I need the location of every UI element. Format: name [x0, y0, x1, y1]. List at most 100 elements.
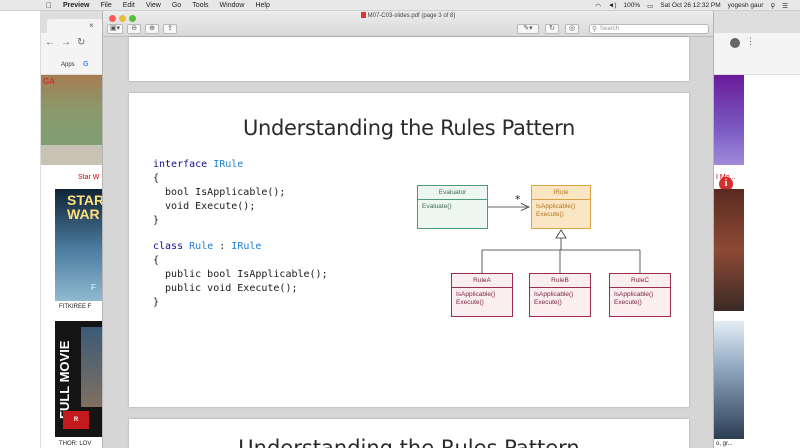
pdf-page-previous[interactable]: [129, 37, 689, 81]
bookmark-apps[interactable]: Apps: [61, 62, 75, 68]
menu-view[interactable]: View: [145, 1, 161, 9]
window-title: M07-C03-slides.pdf (page 3 of 8): [103, 12, 713, 19]
inheritance-triangle-icon: [555, 229, 567, 239]
menu-go[interactable]: Go: [171, 1, 182, 9]
window-titlebar: M07-C03-slides.pdf (page 3 of 8) ▣▾ ⊖ ⊕ …: [103, 11, 713, 37]
share-button[interactable]: ⇪: [163, 24, 177, 34]
code-separator: :: [213, 241, 232, 252]
thumbnail-letter: F: [91, 283, 96, 292]
menu-app-name[interactable]: Preview: [63, 1, 90, 9]
maximize-window-button[interactable]: [129, 15, 136, 22]
banner-image[interactable]: i: [714, 75, 744, 191]
video-caption[interactable]: THOR: LOV: [59, 441, 92, 447]
menu-tools[interactable]: Tools: [192, 1, 209, 9]
browser-tab-strip: ×: [41, 11, 103, 33]
code-line: public bool IsApplicable();: [153, 269, 328, 280]
search-placeholder: Search: [600, 26, 620, 32]
uml-class-name: IRule: [532, 186, 590, 200]
menu-file[interactable]: File: [100, 1, 112, 9]
uml-operation: IsApplicable(): [614, 291, 654, 298]
uml-class-name: RuleA: [452, 274, 512, 288]
close-window-button[interactable]: [109, 15, 116, 22]
uml-operations: IsApplicable() Execute(): [530, 288, 590, 310]
bookmarks-bar: [714, 57, 800, 75]
uml-operation: IsApplicable(): [456, 291, 496, 298]
pdf-page-next[interactable]: Understanding the Rules Pattern: [129, 419, 689, 448]
volume-icon[interactable]: ◄): [607, 2, 617, 9]
battery-icon[interactable]: ▭: [647, 2, 654, 10]
next-slide-title: Understanding the Rules Pattern: [238, 436, 580, 448]
menu-list-icon[interactable]: ☰: [782, 2, 788, 10]
zoom-out-button[interactable]: ⊖: [127, 24, 141, 34]
uml-class-ruleb: RuleB IsApplicable() Execute(): [529, 273, 591, 317]
video-thumbnail[interactable]: [714, 189, 744, 311]
menu-edit[interactable]: Edit: [122, 1, 135, 9]
pdf-page-current[interactable]: Understanding the Rules Pattern interfac…: [129, 93, 689, 407]
window-title-text: M07-C03-slides.pdf (page 3 of 8): [367, 13, 456, 19]
uml-operation: IsApplicable(): [534, 291, 574, 298]
uml-class-name: RuleC: [610, 274, 670, 288]
code-block-interface: interface IRule { bool IsApplicable(); v…: [153, 158, 285, 228]
search-icon[interactable]: ⚲: [770, 2, 776, 10]
background-browser-left: × ← → ↻ Apps G GA Star W STAR WAR F FITK…: [40, 11, 105, 448]
uml-class-rulec: RuleC IsApplicable() Execute(): [609, 273, 671, 317]
reload-icon[interactable]: ↻: [77, 37, 86, 48]
uml-operation: IsApplicable(): [536, 203, 576, 210]
markup-toolbar-button[interactable]: ◎: [565, 24, 579, 34]
background-browser-right: ⋮ i I Mo... o, gr...: [714, 11, 800, 448]
clock[interactable]: Sat Oct 26 12:32 PM: [660, 2, 721, 9]
forward-icon[interactable]: →: [61, 37, 71, 48]
close-tab-icon[interactable]: ×: [89, 21, 94, 30]
search-field[interactable]: ⚲ Search: [589, 24, 709, 34]
menu-bar:  Preview File Edit View Go Tools Window…: [0, 0, 800, 11]
menu-window[interactable]: Window: [219, 1, 245, 9]
sidebar-toggle-button[interactable]: ▣▾: [107, 24, 123, 34]
thumbnail-image: [81, 327, 103, 407]
video-caption[interactable]: I Mo...: [716, 174, 736, 181]
info-icon[interactable]: i: [719, 177, 733, 191]
minimize-window-button[interactable]: [119, 15, 126, 22]
thumbnail-text: STAR WAR: [67, 192, 105, 222]
banner-strip: [41, 145, 103, 165]
browser-tab[interactable]: [47, 19, 103, 33]
uml-class-name: RuleB: [530, 274, 590, 288]
status-area: ◠ ◄) 100% ▭ Sat Oct 26 12:32 PM yogesh g…: [595, 0, 788, 11]
google-icon[interactable]: G: [83, 61, 89, 68]
uml-operation: Execute(): [614, 299, 642, 306]
video-thumbnail[interactable]: [714, 321, 744, 439]
video-caption[interactable]: o, gr...: [716, 441, 733, 447]
video-caption[interactable]: Star W: [78, 174, 100, 181]
uml-operations: IsApplicable() Execute(): [452, 288, 512, 310]
uml-operations: IsApplicable() Execute(): [532, 200, 590, 222]
code-line: bool IsApplicable();: [153, 187, 286, 198]
back-icon[interactable]: ←: [45, 37, 55, 48]
browser-nav-bar: ← → ↻: [41, 33, 103, 57]
apple-menu-icon[interactable]: : [44, 1, 54, 10]
banner-image[interactable]: GA: [41, 75, 103, 145]
code-type: Rule: [189, 241, 214, 252]
pdf-icon: [360, 12, 366, 18]
association-arrow-icon: [520, 203, 530, 211]
browser-tab-strip: [714, 11, 800, 33]
video-caption[interactable]: FITKIREE F: [59, 304, 92, 310]
account-icon[interactable]: [730, 38, 740, 48]
code-line: void Execute();: [153, 201, 256, 212]
wifi-icon[interactable]: ◠: [595, 2, 601, 10]
code-keyword: class: [153, 241, 184, 252]
uml-class-name: Evaluator: [418, 186, 487, 200]
menu-help[interactable]: Help: [255, 1, 270, 9]
zoom-in-button[interactable]: ⊕: [145, 24, 159, 34]
video-thumbnail[interactable]: FULL MOVIE R: [55, 321, 103, 437]
more-menu-icon[interactable]: ⋮: [746, 36, 755, 46]
video-thumbnail[interactable]: STAR WAR F: [55, 189, 105, 301]
code-type: IRule: [231, 241, 262, 252]
bookmarks-bar: Apps G: [41, 57, 103, 75]
uml-operations: Evaluate(): [418, 200, 487, 214]
uml-operation: Execute(): [456, 299, 484, 306]
markup-pen-button[interactable]: ✎▾: [517, 24, 539, 34]
battery-percent[interactable]: 100%: [623, 2, 641, 9]
user-name[interactable]: yogesh gaur: [727, 2, 764, 9]
uml-operation: Evaluate(): [422, 203, 452, 210]
slide-title: Understanding the Rules Pattern: [242, 116, 576, 140]
rotate-button[interactable]: ↻: [545, 24, 559, 34]
